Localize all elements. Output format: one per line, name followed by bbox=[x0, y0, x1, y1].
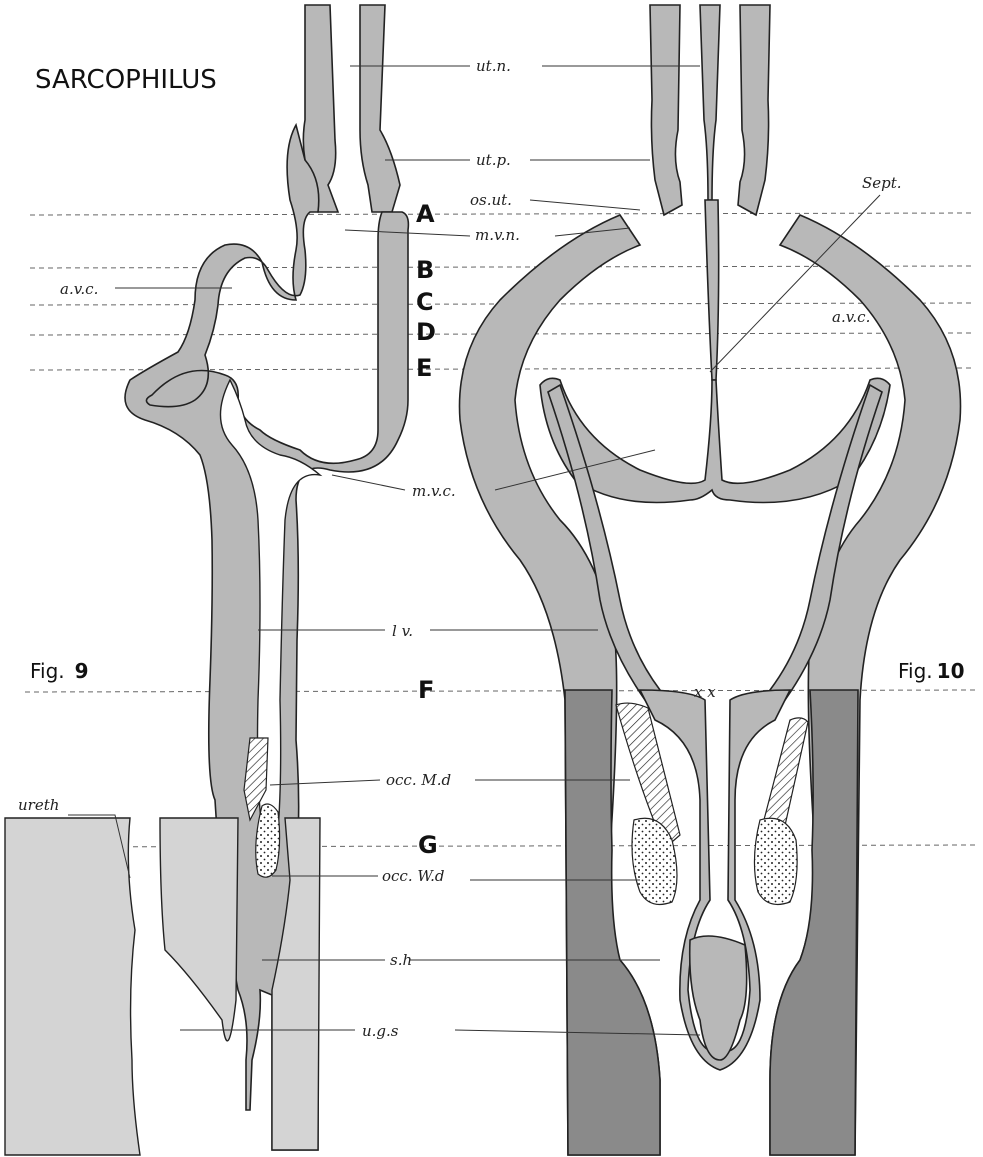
figure-title: SARCOPHILUS bbox=[35, 65, 217, 95]
label-m-v-c: m.v.c. bbox=[412, 482, 456, 500]
label-ureth: ureth bbox=[18, 796, 59, 814]
leader-os-ut-right bbox=[530, 200, 640, 210]
figure-9-drawing bbox=[5, 5, 408, 1155]
section-line-a bbox=[30, 213, 975, 215]
fig9-uterine-neck-right bbox=[360, 5, 400, 212]
fig9-urethra-strip bbox=[5, 818, 140, 1155]
fig9-urethra-left-piece bbox=[160, 818, 238, 1041]
section-letter-g: G bbox=[418, 831, 438, 859]
label-u-g-s: u.g.s bbox=[362, 1022, 399, 1040]
label-ut-n: ut.n. bbox=[476, 57, 511, 75]
label-l-v: l v. bbox=[392, 622, 413, 640]
fig10-caption: Fig. 10 bbox=[898, 659, 965, 683]
fig10-uterine-neck-right bbox=[738, 5, 770, 215]
label-ut-p: ut.p. bbox=[476, 151, 511, 169]
label-occ-wd: occ. W.d bbox=[382, 867, 445, 885]
label-s-h: s.h bbox=[390, 951, 412, 969]
label-a-v-c-right: a.v.c. bbox=[832, 308, 870, 326]
label-m-v-n: m.v.n. bbox=[475, 226, 520, 244]
fig9-caption: Fig. 9 bbox=[30, 659, 89, 683]
label-os-ut: os.ut. bbox=[470, 191, 512, 209]
section-letter-b: B bbox=[416, 256, 434, 284]
fig9-caption-number: 9 bbox=[75, 659, 89, 683]
section-letter-a: A bbox=[416, 200, 435, 228]
fig10-uterine-neck-left bbox=[650, 5, 682, 215]
fig10-central-cord bbox=[700, 5, 720, 200]
fig10-septum bbox=[705, 200, 719, 380]
section-letter-d: D bbox=[416, 318, 436, 346]
section-letter-c: C bbox=[416, 288, 434, 316]
fig10-caption-number: 10 bbox=[937, 659, 965, 683]
fig9-caption-text: Fig. bbox=[30, 659, 65, 683]
fig10-median-cul-de-sac bbox=[540, 378, 890, 502]
label-a-v-c-left: a.v.c. bbox=[60, 280, 98, 298]
section-letter-e: E bbox=[416, 354, 432, 382]
fig10-occluded-wolffian-right bbox=[754, 818, 797, 904]
label-sept: Sept. bbox=[862, 174, 902, 192]
fig9-occluded-wolffian-duct bbox=[256, 804, 280, 877]
leader-m-v-c bbox=[332, 475, 405, 490]
label-cross-marks: x x bbox=[694, 683, 716, 701]
fig10-caption-text: Fig. bbox=[898, 659, 933, 683]
section-letter-f: F bbox=[418, 676, 434, 704]
label-occ-md: occ. M.d bbox=[386, 771, 451, 789]
